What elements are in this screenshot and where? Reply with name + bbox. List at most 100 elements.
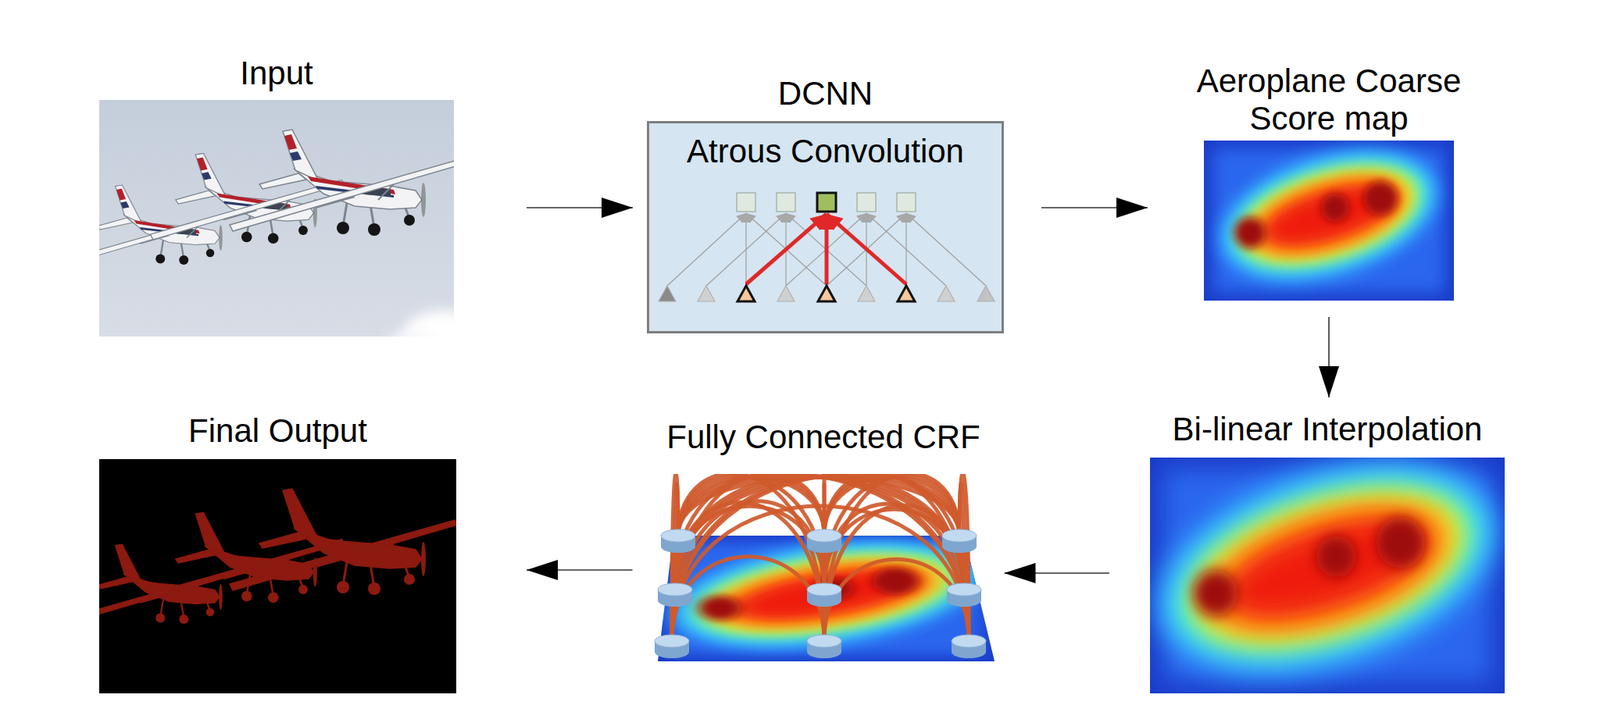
filter-tap bbox=[826, 213, 907, 286]
pairwise-edge bbox=[675, 477, 965, 590]
propeller bbox=[421, 182, 426, 218]
cloud bbox=[388, 331, 436, 337]
aeroplane bbox=[150, 512, 345, 604]
heat-level bbox=[1183, 471, 1472, 666]
flow-arrow bbox=[1041, 207, 1148, 209]
heat-level bbox=[667, 531, 984, 658]
dcnn-box-panel: Atrous Convolution bbox=[646, 121, 1004, 334]
aeroplane bbox=[229, 129, 454, 236]
filter-tap bbox=[667, 213, 747, 286]
crf-node bbox=[946, 583, 982, 608]
interpolated-map: Bi-linear Interpolation bbox=[1150, 410, 1505, 694]
wheel bbox=[367, 582, 381, 596]
illustration-shape bbox=[654, 635, 690, 648]
shape-group bbox=[1203, 140, 1454, 301]
dcnn-box: DCNN Atrous Convolution bbox=[646, 75, 1004, 334]
wheel bbox=[155, 614, 165, 624]
input-unit bbox=[897, 285, 915, 302]
output-unit bbox=[817, 192, 836, 212]
wheel bbox=[267, 592, 279, 604]
wheel bbox=[367, 223, 381, 236]
propeller bbox=[421, 542, 426, 577]
input-unit bbox=[697, 285, 715, 302]
output-unit bbox=[776, 192, 796, 212]
box-label: Atrous Convolution bbox=[686, 132, 965, 171]
wheel bbox=[298, 585, 308, 595]
node-heading: DCNN bbox=[646, 75, 1004, 113]
heat-peak bbox=[1192, 570, 1238, 617]
tail-stripe bbox=[289, 510, 302, 521]
wheel bbox=[241, 591, 253, 603]
dilated-tap bbox=[825, 214, 829, 285]
filter-tap bbox=[746, 213, 827, 286]
pairwise-edge bbox=[675, 475, 960, 590]
wheel bbox=[403, 574, 415, 586]
node-heading: Final Output bbox=[99, 412, 457, 450]
heat-peak bbox=[698, 596, 741, 621]
wheel bbox=[241, 232, 253, 243]
tail-stripe bbox=[289, 151, 302, 161]
illustration-shape bbox=[807, 635, 842, 648]
wing bbox=[150, 179, 345, 240]
input-unit bbox=[977, 285, 995, 302]
wing bbox=[229, 160, 454, 232]
heat-level bbox=[1236, 155, 1422, 276]
shape-group bbox=[1150, 457, 1505, 694]
heat-level bbox=[1197, 483, 1458, 654]
propeller bbox=[218, 584, 223, 611]
illustration-shape bbox=[807, 529, 842, 543]
crf-node bbox=[951, 635, 986, 659]
filter-tap bbox=[785, 213, 867, 286]
tail-fin bbox=[115, 185, 143, 225]
pairwise-edge bbox=[671, 476, 965, 642]
stabilizer bbox=[99, 577, 133, 590]
input-image-panel bbox=[99, 100, 454, 337]
illustration bbox=[99, 459, 457, 694]
wheel bbox=[336, 581, 350, 594]
crf-graph-panel bbox=[653, 474, 995, 664]
input-unit bbox=[857, 285, 875, 302]
illustration-shape bbox=[807, 583, 842, 597]
node-heading: Fully Connected CRF bbox=[643, 418, 1004, 457]
output-unit bbox=[896, 192, 916, 212]
stabilizer bbox=[175, 190, 216, 204]
filter-tap bbox=[866, 213, 947, 286]
dilated-tap bbox=[826, 214, 907, 285]
output-unit bbox=[857, 192, 876, 212]
propeller bbox=[218, 225, 223, 251]
shape-group bbox=[671, 474, 969, 642]
wing bbox=[150, 539, 345, 600]
score-map-panel bbox=[1203, 140, 1454, 301]
tail-fin bbox=[282, 129, 319, 182]
flow-arrow bbox=[1328, 317, 1330, 398]
illustration-shape bbox=[942, 529, 977, 543]
tail-stripe bbox=[196, 517, 208, 531]
tail-fin bbox=[115, 544, 143, 584]
input-unit bbox=[937, 285, 955, 302]
heat-level bbox=[683, 539, 968, 650]
pairwise-edge bbox=[824, 474, 969, 642]
heatmap bbox=[1203, 140, 1454, 301]
shape-group bbox=[99, 489, 457, 625]
illustration-shape bbox=[660, 529, 696, 543]
tail-stripe bbox=[120, 560, 129, 568]
pairwise-edge bbox=[824, 505, 965, 642]
illustration bbox=[99, 100, 454, 337]
tail-fin bbox=[282, 489, 319, 541]
wheel bbox=[155, 254, 165, 265]
tail-stripe bbox=[201, 531, 212, 540]
flow-arrow bbox=[526, 207, 633, 209]
heat-level bbox=[1203, 140, 1454, 301]
shape-group bbox=[667, 213, 986, 286]
dilated-tap bbox=[746, 214, 827, 285]
wheel bbox=[336, 221, 350, 235]
wheel bbox=[403, 214, 415, 226]
heat-level bbox=[1150, 457, 1505, 694]
illustration-shape bbox=[657, 583, 693, 597]
tail-stripe bbox=[116, 189, 126, 201]
heat-level bbox=[1170, 459, 1484, 678]
illustration-shape bbox=[946, 583, 982, 597]
stabilizer bbox=[99, 217, 133, 230]
heat-peak bbox=[1363, 181, 1398, 216]
